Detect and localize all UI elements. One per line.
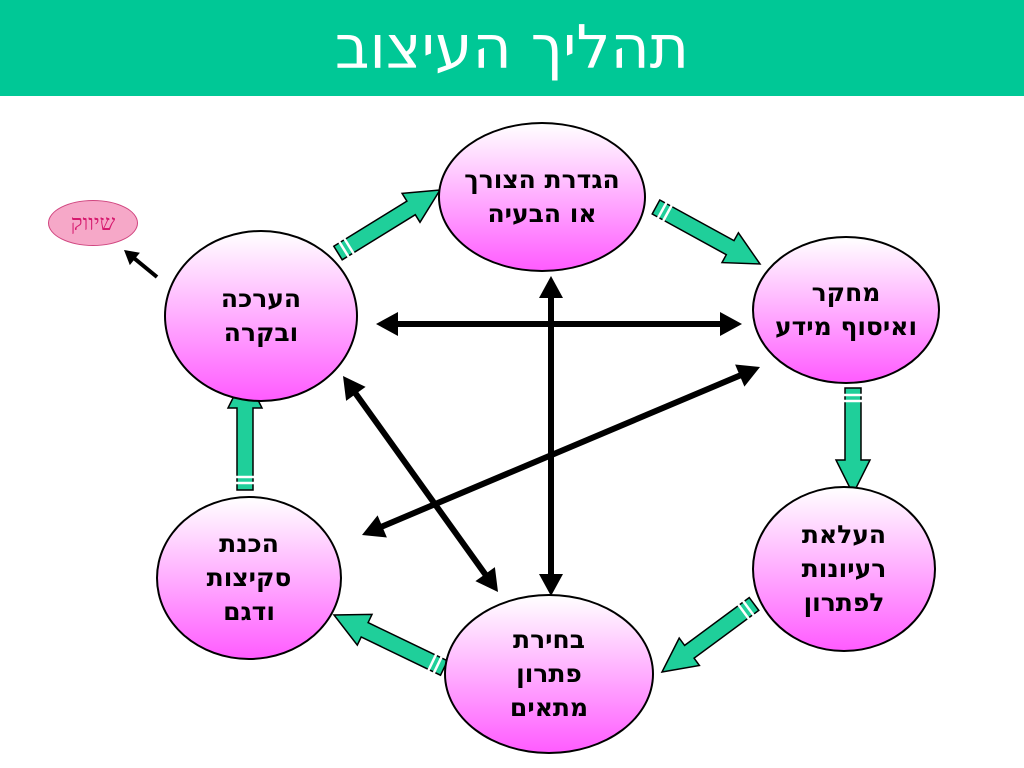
arrow-head xyxy=(539,574,563,596)
link-arrow-evaluate-marketing xyxy=(124,250,159,279)
arrow-body xyxy=(660,596,760,673)
arrow-tail-stripe xyxy=(343,237,355,255)
arrow-tail-stripe xyxy=(432,656,443,674)
node-ideas: העלאת רעיונות לפתרון xyxy=(752,486,936,652)
node-line: הגדרת הצורך xyxy=(464,165,620,194)
node-choose-solution: בחירת פתרון מתאים xyxy=(444,594,654,754)
arrow-shaft xyxy=(352,390,489,578)
node-line: לפתרון xyxy=(803,588,885,617)
node-prepare-sketches: הכנת סקיצות ודגם xyxy=(156,496,342,660)
cycle-arrow-research-to-ideas xyxy=(834,387,872,496)
node-line: ובקרה xyxy=(223,318,299,347)
arrow-head xyxy=(362,515,387,538)
title-bar xyxy=(0,0,1024,96)
link-arrow-define-choose xyxy=(539,276,563,596)
node-line: סקיצות xyxy=(206,563,292,592)
arrow-body xyxy=(332,613,449,677)
arrow-head xyxy=(720,312,742,336)
node-line: רעיונות xyxy=(801,554,887,583)
arrow-body xyxy=(332,189,442,261)
node-line: הערכה xyxy=(220,284,302,313)
arrow-tail-stripe xyxy=(656,201,668,219)
node-define-need: הגדרת הצורך או הבעיה xyxy=(438,122,646,272)
node-line: ודגם xyxy=(223,597,275,626)
node-research: מחקר ואיסוף מידע xyxy=(752,236,940,384)
link-arrow-evaluate-research xyxy=(376,312,742,336)
cycle-arrow-ideas-to-choose xyxy=(660,596,760,673)
link-arrow-evaluate-choose xyxy=(343,376,498,592)
cycle-arrow-define-to-research xyxy=(651,198,762,265)
arrow-tail-stripe xyxy=(741,600,755,617)
arrow-tail-stripe xyxy=(737,603,750,620)
node-line: בחירת xyxy=(513,625,585,654)
arrow-head xyxy=(735,364,760,387)
node-line: העלאת xyxy=(801,520,887,549)
link-arrows xyxy=(124,250,760,596)
node-line: מחקר xyxy=(811,278,881,307)
node-evaluate: הערכה ובקרה xyxy=(164,230,358,402)
arrow-body xyxy=(834,387,872,496)
node-line: הכנת xyxy=(219,529,279,558)
node-line: או הבעיה xyxy=(487,199,597,228)
arrow-head xyxy=(475,567,498,592)
cycle-arrows xyxy=(226,189,872,677)
arrow-tail-stripe xyxy=(427,653,438,672)
side-node-marketing: שיווק xyxy=(48,200,138,246)
slide-title: תהליך העיצוב xyxy=(334,13,690,83)
cycle-arrow-choose-to-prepare xyxy=(332,613,449,677)
arrow-shaft xyxy=(132,256,159,279)
side-node-label: שיווק xyxy=(70,211,116,236)
arrow-head xyxy=(124,250,140,266)
arrow-head xyxy=(343,376,366,401)
arrow-shaft xyxy=(379,372,743,530)
node-line: פתרון xyxy=(516,659,582,688)
arrow-tail-stripe xyxy=(338,241,350,258)
node-line: מתאים xyxy=(509,693,589,722)
cycle-arrow-evaluate-to-define xyxy=(332,189,442,261)
node-line: ואיסוף מידע xyxy=(774,312,918,341)
arrow-head xyxy=(376,312,398,336)
arrow-head xyxy=(539,276,563,298)
arrow-tail-stripe xyxy=(662,204,673,222)
link-arrow-prepare-research xyxy=(362,364,760,538)
